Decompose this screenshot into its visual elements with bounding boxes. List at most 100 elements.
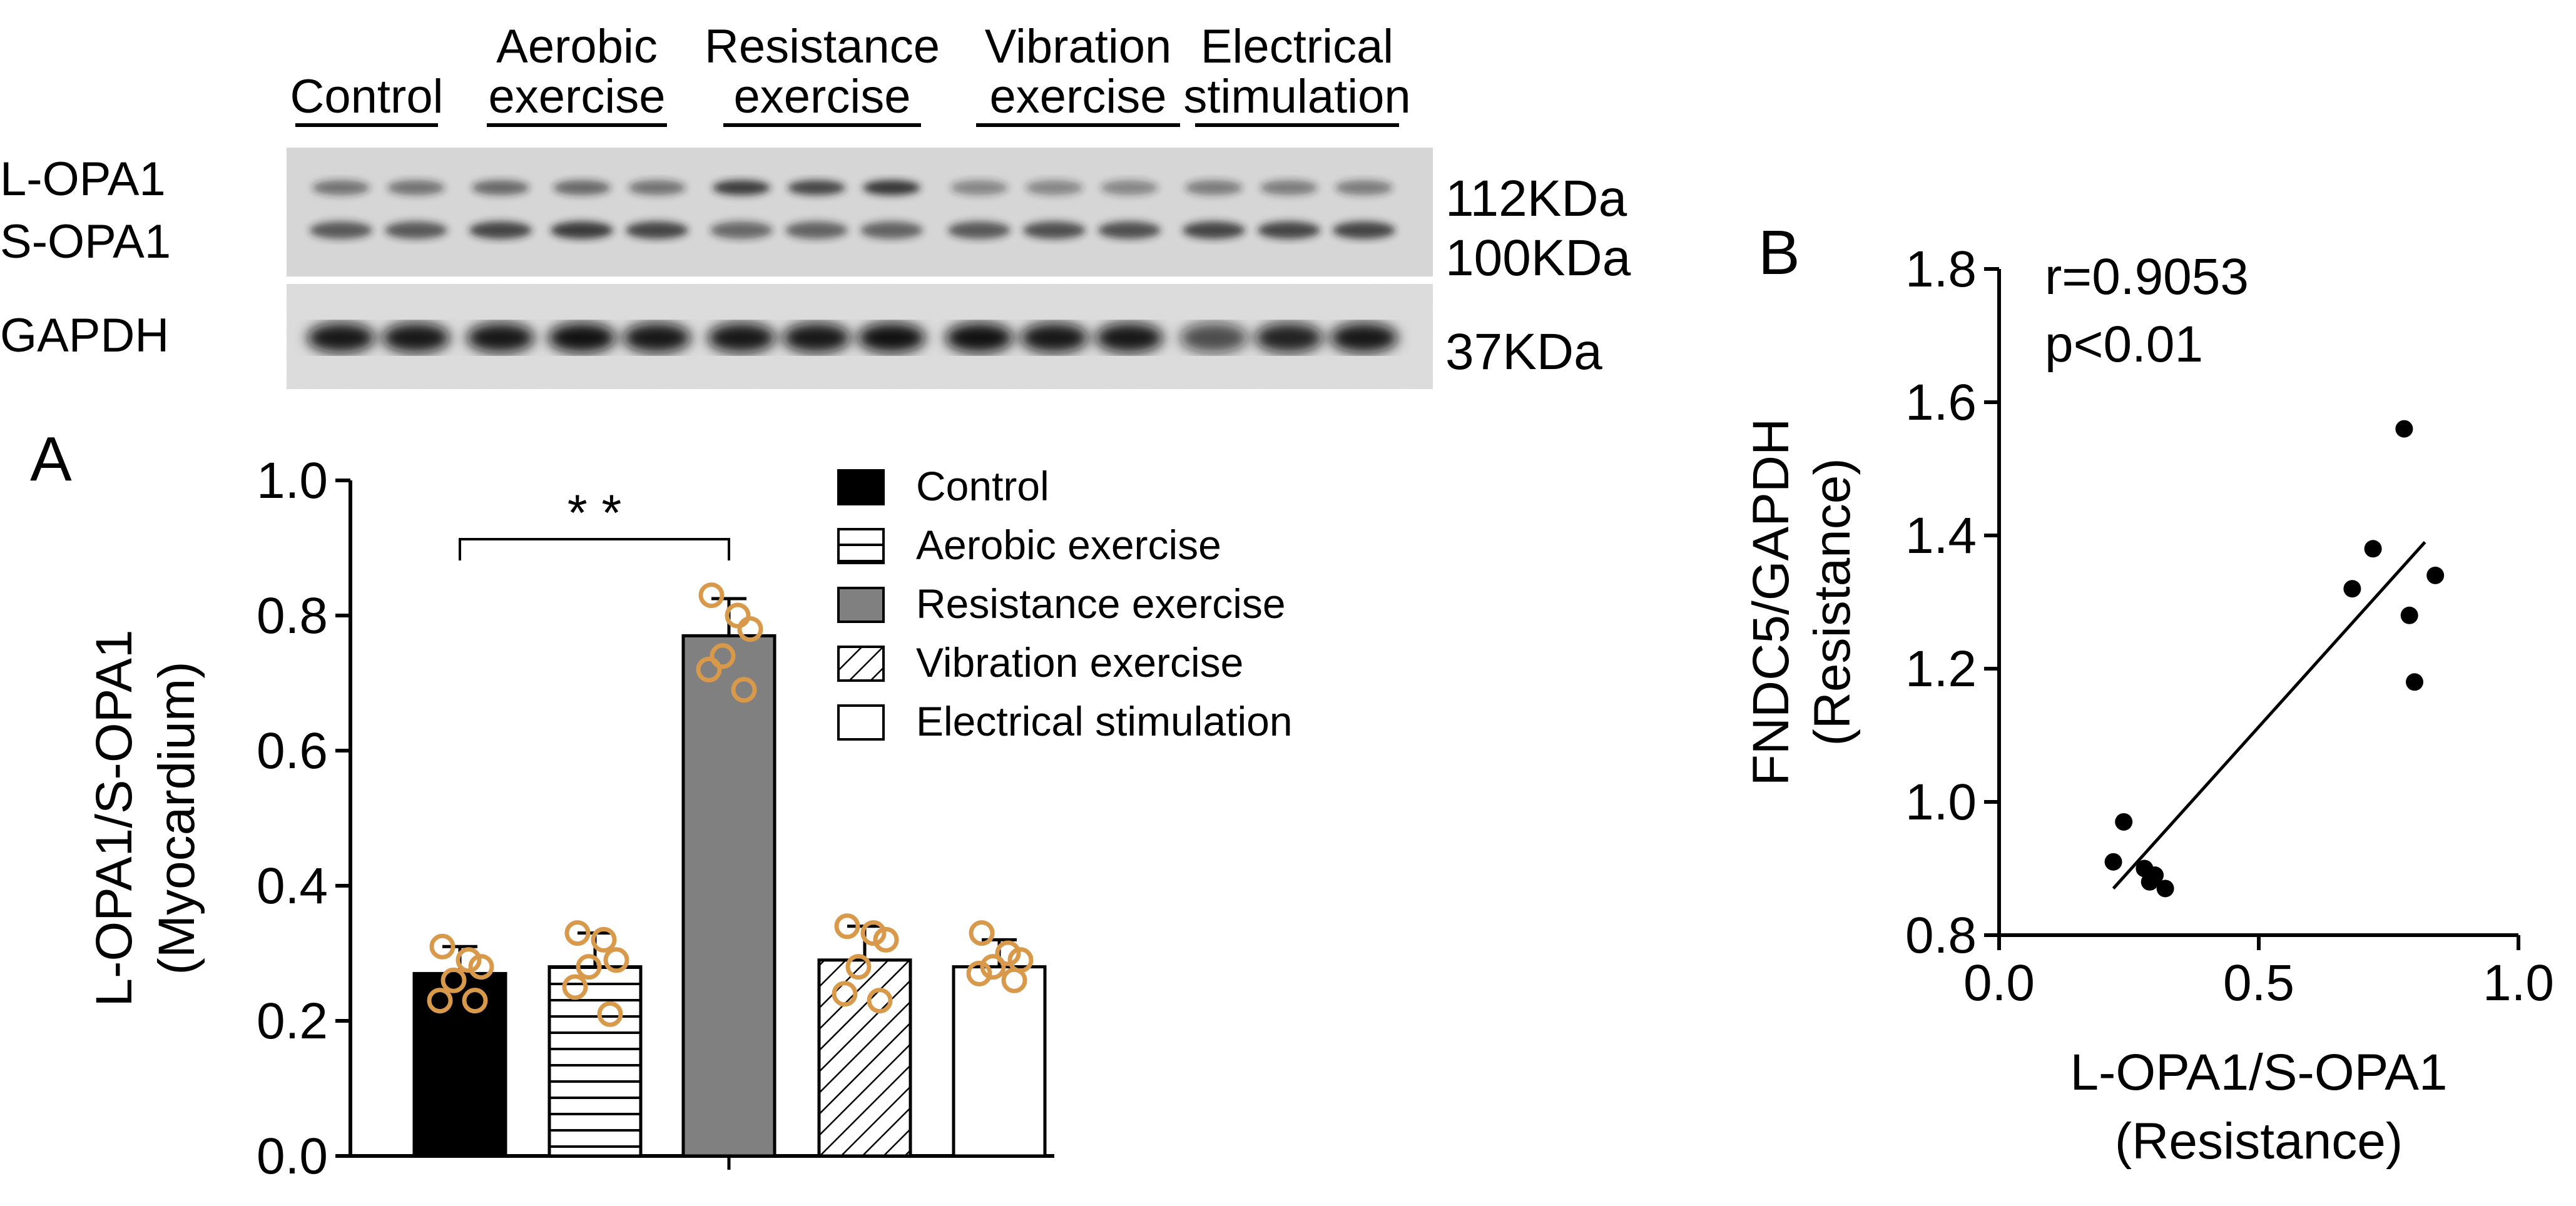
data-point <box>980 954 1006 980</box>
band-gapdh <box>1096 323 1163 353</box>
data-point <box>603 947 629 973</box>
data-point <box>832 981 858 1007</box>
y-tick-label: 1.2 <box>1905 641 1977 697</box>
panel-label-a: A <box>30 424 72 494</box>
mw-label-112: 112KDa <box>1445 170 1627 227</box>
y-tick-label: 1.0 <box>1905 774 1977 831</box>
band-l-opa1 <box>863 180 920 195</box>
band-s-opa1 <box>1098 221 1161 239</box>
legend-label: Electrical stimulation <box>916 698 1293 744</box>
band-s-opa1 <box>626 221 688 239</box>
legend-swatch <box>837 587 885 623</box>
y-tick-label: 0.0 <box>257 1128 328 1185</box>
x-tick-label: 0.5 <box>2223 955 2294 1011</box>
data-point <box>725 602 751 629</box>
band-l-opa1 <box>713 180 770 195</box>
band-gapdh <box>467 323 534 353</box>
data-point <box>2400 606 2418 624</box>
band-l-opa1 <box>1026 180 1083 195</box>
x-axis-label-sub: (Resistance) <box>2115 1113 2403 1170</box>
significance-label: * * <box>568 485 622 542</box>
data-point <box>867 988 893 1014</box>
band-label-s-opa1: S-OPA1 <box>0 215 171 268</box>
data-point <box>834 913 860 940</box>
lane-header-line2: exercise <box>489 70 666 123</box>
data-point <box>2156 879 2174 898</box>
data-point <box>1001 967 1027 993</box>
p-value: p<0.01 <box>2045 316 2203 373</box>
band-l-opa1 <box>1335 180 1393 195</box>
y-tick-label: 0.6 <box>257 722 328 779</box>
lane-header-line1: Electrical <box>1201 20 1393 73</box>
lane-header-line1: Aerobic <box>496 20 658 73</box>
lane-header-line1: Vibration <box>985 20 1172 73</box>
lane-header-line2: stimulation <box>1183 70 1410 123</box>
band-s-opa1 <box>1333 221 1395 239</box>
bar <box>547 965 643 1158</box>
band-s-opa1 <box>1183 221 1245 239</box>
band-gapdh <box>307 323 375 353</box>
lane-header-line2: exercise <box>734 70 911 123</box>
y-axis-label-sub: (Resistance) <box>1804 458 1861 746</box>
band-s-opa1 <box>385 221 447 239</box>
band-gapdh <box>945 323 1013 353</box>
bar <box>952 965 1047 1158</box>
band-gapdh <box>1180 323 1248 353</box>
data-point <box>562 974 588 1000</box>
band-s-opa1 <box>469 221 532 239</box>
y-axis-label-sub: (Myocardium) <box>148 661 205 975</box>
band-gapdh <box>1330 323 1398 353</box>
y-tick-label: 0.4 <box>257 858 328 915</box>
y-tick-label: 1.6 <box>1905 374 1977 431</box>
data-point <box>2364 540 2382 558</box>
legend-swatch <box>837 646 885 682</box>
band-l-opa1 <box>950 180 1008 195</box>
mw-label-37: 37KDa <box>1445 323 1602 380</box>
band-l-opa1 <box>387 180 445 195</box>
data-point <box>2343 580 2361 598</box>
y-axis-label: FNDC5/GAPDH <box>1743 418 1800 786</box>
band-l-opa1 <box>472 180 529 195</box>
band-s-opa1 <box>1258 221 1320 239</box>
lane-header-line2: exercise <box>990 70 1167 123</box>
data-point <box>737 616 763 642</box>
correlation-r: r=0.9053 <box>2045 248 2249 305</box>
band-gapdh <box>548 323 616 353</box>
data-point <box>696 656 722 682</box>
data-point <box>966 960 992 986</box>
data-point <box>995 940 1021 966</box>
band-label-gapdh: GAPDH <box>0 309 169 362</box>
data-point <box>873 926 899 953</box>
x-axis-label: L-OPA1/S-OPA1 <box>2070 1044 2447 1101</box>
bar-chart: 0.00.20.40.60.81.0L-OPA1/S-OPA1(Myocardi… <box>86 452 1293 1185</box>
data-point <box>2104 853 2122 871</box>
band-s-opa1 <box>948 221 1011 239</box>
band-gapdh <box>1021 323 1088 353</box>
band-gapdh <box>382 323 450 353</box>
data-point <box>731 677 757 703</box>
band-l-opa1 <box>1101 180 1158 195</box>
mw-label-100: 100KDa <box>1445 230 1631 286</box>
y-tick-label: 1.8 <box>1905 241 1977 298</box>
band-s-opa1 <box>785 221 848 239</box>
lane-headers: ControlAerobicexerciseResistanceexercise… <box>290 20 1411 127</box>
band-s-opa1 <box>1023 221 1086 239</box>
band-l-opa1 <box>312 180 370 195</box>
data-point <box>2146 866 2164 884</box>
y-tick-label: 0.2 <box>257 993 328 1050</box>
data-point <box>564 920 591 946</box>
band-s-opa1 <box>310 221 372 239</box>
band-s-opa1 <box>551 221 613 239</box>
legend-label: Aerobic exercise <box>916 522 1221 568</box>
data-point <box>429 933 456 960</box>
data-point <box>2406 673 2423 691</box>
significance-bracket <box>459 538 730 560</box>
band-label-l-opa1: L-OPA1 <box>0 153 166 206</box>
band-gapdh <box>1255 323 1323 353</box>
data-point <box>2395 420 2413 438</box>
data-point <box>462 988 488 1014</box>
panel-label-b: B <box>1758 218 1800 288</box>
data-point <box>597 1001 623 1027</box>
